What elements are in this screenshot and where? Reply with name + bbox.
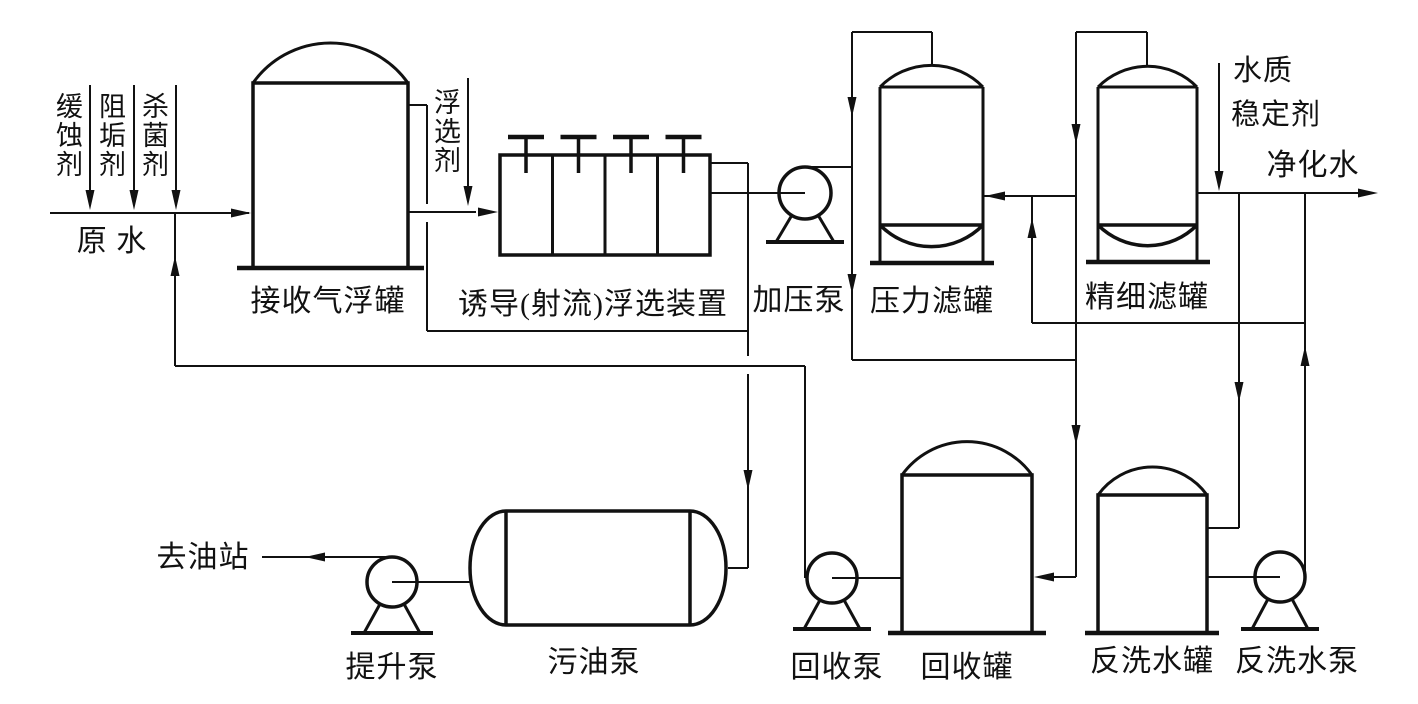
label-water-stabilizer-2: 稳定剂 (1231, 99, 1322, 131)
vessel-backwash-water-tank (1085, 465, 1219, 636)
pipe-lift-pump-lines (262, 552, 472, 583)
pipe-flotation-agent-arrow (463, 78, 473, 206)
pipe-pressure-filter-top-nozzle (852, 31, 933, 66)
label-induced-jet-flotation-unit: 诱导(射流)浮选装置 (458, 288, 728, 321)
pipe-tank-to-flotation-unit (408, 207, 498, 217)
label-receiving-flotation-tank: 接收气浮罐 (250, 285, 406, 318)
pipe-purified-water-line (1197, 188, 1378, 198)
pipe-chemical-dosing-arrows (85, 85, 181, 210)
label-fine-filter: 精细滤罐 (1085, 281, 1209, 314)
pipe-backwash-pump-discharge (1300, 193, 1310, 577)
vessel-recovery-tank (888, 440, 1046, 636)
label-flotation-agent: 浮选剂 (430, 88, 460, 175)
pipe-flotation-outlet-port (710, 162, 805, 194)
label-slop-oil-pump: 污油泵 (547, 646, 641, 679)
label-raw-water: 原 水 (76, 225, 148, 258)
pump-recovery (793, 551, 871, 631)
label-recovery-tank: 回收罐 (920, 651, 1014, 684)
label-scale-inhibitor: 阻垢剂 (95, 92, 125, 179)
pipe-raw-water-line (50, 208, 251, 218)
label-booster-pump: 加压泵 (752, 284, 846, 317)
pipe-tank-scum-line (408, 104, 748, 332)
pipe-recycle-return (170, 213, 806, 578)
vessel-receiving-flotation-tank (237, 41, 424, 271)
label-purified-water: 净化水 (1266, 149, 1360, 182)
pipe-fine-filter-top-nozzle (1076, 31, 1148, 66)
pump-backwash (1241, 550, 1319, 631)
vessel-pressure-filter (870, 63, 994, 266)
pipe-fine-filter-drain-to-recovery (1034, 32, 1081, 582)
pipe-froth-drop-to-slop-tank (728, 193, 753, 569)
label-recovery-pump: 回收泵 (790, 651, 884, 684)
label-lift-pump: 提升泵 (345, 651, 439, 684)
vessel-fine-filter (1086, 64, 1210, 265)
label-pressure-filter: 压力滤罐 (870, 285, 994, 318)
label-backwash-water-pump: 反洗水泵 (1235, 645, 1359, 678)
pump-lift (351, 555, 433, 635)
vessel-induced-jet-flotation-unit (498, 134, 712, 257)
pipe-backwash-tank-fill (1207, 193, 1244, 529)
label-corrosion-inhibitor: 缓蚀剂 (52, 92, 82, 179)
label-bactericide: 杀菌剂 (138, 92, 168, 179)
label-to-oil-station: 去油站 (156, 541, 250, 574)
pipe-pressure-filter-backwash-drain (847, 32, 1076, 361)
label-backwash-water-tank: 反洗水罐 (1090, 645, 1214, 678)
pipe-backwash-into-pressure-filter (983, 191, 1076, 323)
label-water-stabilizer-1: 水质 (1233, 55, 1294, 87)
pipe-stabilizer-dosing-arrow (1214, 63, 1224, 191)
pump-booster (766, 165, 844, 244)
vessel-slop-oil-drum (468, 509, 728, 627)
